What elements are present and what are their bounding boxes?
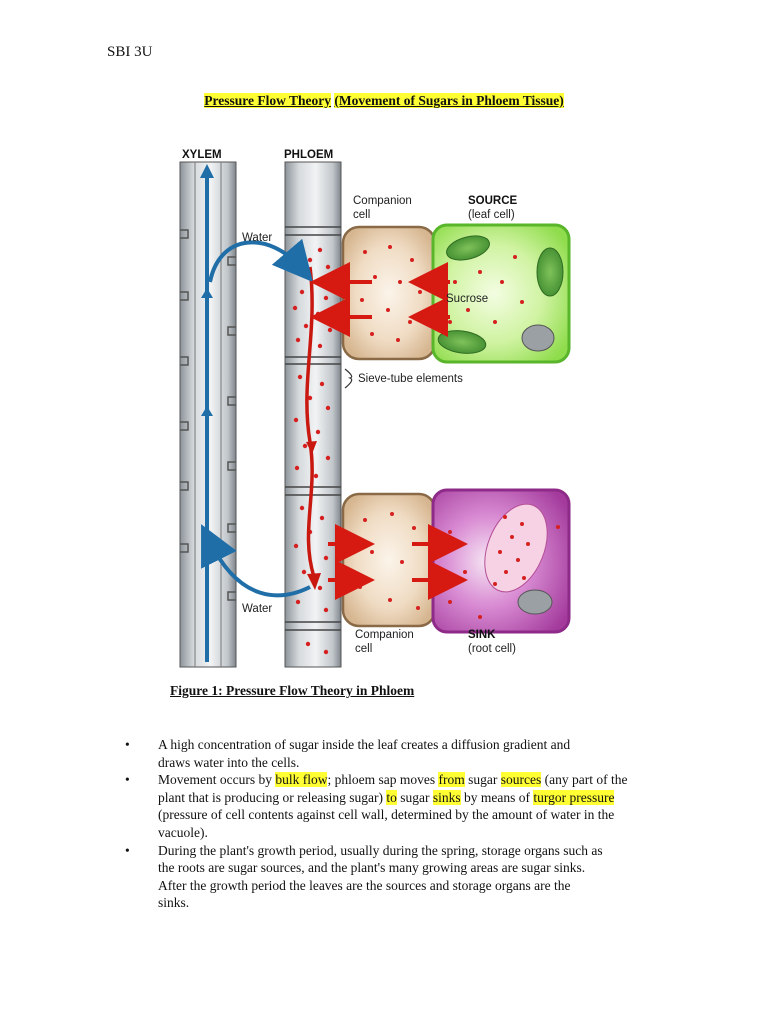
companion-cell-bottom: [341, 492, 437, 628]
bullet-item-2: Movement occurs by bulk flow; phloem sap…: [125, 771, 768, 841]
source-leaf-cell: [431, 223, 571, 364]
companion-bottom-label-2: cell: [355, 643, 372, 655]
highlight-bulk-flow: bulk flow: [275, 772, 328, 788]
loading-arrows: [310, 262, 450, 337]
companion-top-label-2: cell: [353, 209, 370, 221]
xylem-label: XYLEM: [182, 149, 222, 161]
figure-caption: Figure 1: Pressure Flow Theory in Phloem: [170, 683, 415, 698]
water-arrow-bottom: [201, 524, 311, 598]
phloem-label: PHLOEM: [284, 149, 333, 161]
highlight-from: from: [438, 772, 465, 788]
water-label-top: Water: [242, 232, 272, 244]
bullet-2-text-5: plant that is producing or releasing sug…: [158, 789, 387, 805]
bullet-2-text-6: sugar: [396, 789, 433, 805]
bullet-2-text-1: Movement occurs by: [158, 772, 276, 788]
companion-bottom-label-1: Companion: [355, 629, 414, 641]
bullet-3-line-4: sinks.: [158, 895, 190, 911]
highlight-turgor-pressure: turgor pressure: [533, 789, 615, 805]
bullet-2-text-7: by means of: [460, 789, 534, 805]
companion-top-label-1: Companion: [353, 195, 412, 207]
unloading-arrows: [328, 524, 468, 600]
sieve-tube-label: Sieve-tube elements: [358, 373, 463, 385]
highlight-sinks: sinks: [432, 789, 461, 805]
page-title: Pressure Flow Theory (Movement of Sugars…: [0, 93, 768, 109]
course-code: SBI 3U: [107, 44, 153, 60]
sink-root-cell: [431, 488, 571, 634]
source-sublabel: (leaf cell): [468, 209, 515, 221]
title-part-1: Pressure Flow Theory: [204, 93, 331, 108]
sucrose-label: Sucrose: [446, 293, 488, 305]
bullet-2-line-3: (pressure of cell contents against cell …: [158, 807, 615, 823]
bullet-3-line-3: After the growth period the leaves are t…: [158, 877, 571, 893]
bullet-1-line-1: A high concentration of sugar inside the…: [158, 737, 571, 752]
sink-label: SINK: [468, 629, 496, 641]
water-label-bottom: Water: [242, 603, 272, 615]
bullet-3-line-2: the roots are sugar sources, and the pla…: [158, 860, 586, 876]
companion-cell-top: [341, 225, 437, 361]
source-label: SOURCE: [468, 195, 518, 207]
bullet-item-1: A high concentration of sugar inside the…: [125, 736, 768, 771]
bullet-2-text-3: sugar: [464, 772, 501, 788]
bullet-list: A high concentration of sugar inside the…: [0, 736, 768, 912]
pressure-flow-figure: XYLEM PHLOEM Companion cell SOURCE (leaf…: [150, 132, 610, 672]
title-part-2: (Movement of Sugars in Phloem Tissue): [334, 93, 564, 108]
water-arrow-top: [208, 238, 314, 283]
bullet-1-line-2: draws water into the cells.: [158, 754, 300, 770]
sink-sublabel: (root cell): [468, 643, 516, 655]
bullet-2-text-2: ; phloem sap moves: [327, 772, 439, 788]
bullet-item-3: During the plant's growth period, usuall…: [125, 842, 768, 912]
xylem-vessel: [179, 161, 237, 668]
bullet-2-line-4: vacuole).: [158, 824, 208, 840]
highlight-sources: sources: [500, 772, 542, 788]
highlight-to: to: [386, 789, 397, 805]
bullet-2-text-4: (any part of the: [541, 772, 628, 788]
pressure-flow-diagram: XYLEM PHLOEM Companion cell SOURCE (leaf…: [179, 149, 571, 668]
bullet-3-line-1: During the plant's growth period, usuall…: [158, 842, 603, 858]
